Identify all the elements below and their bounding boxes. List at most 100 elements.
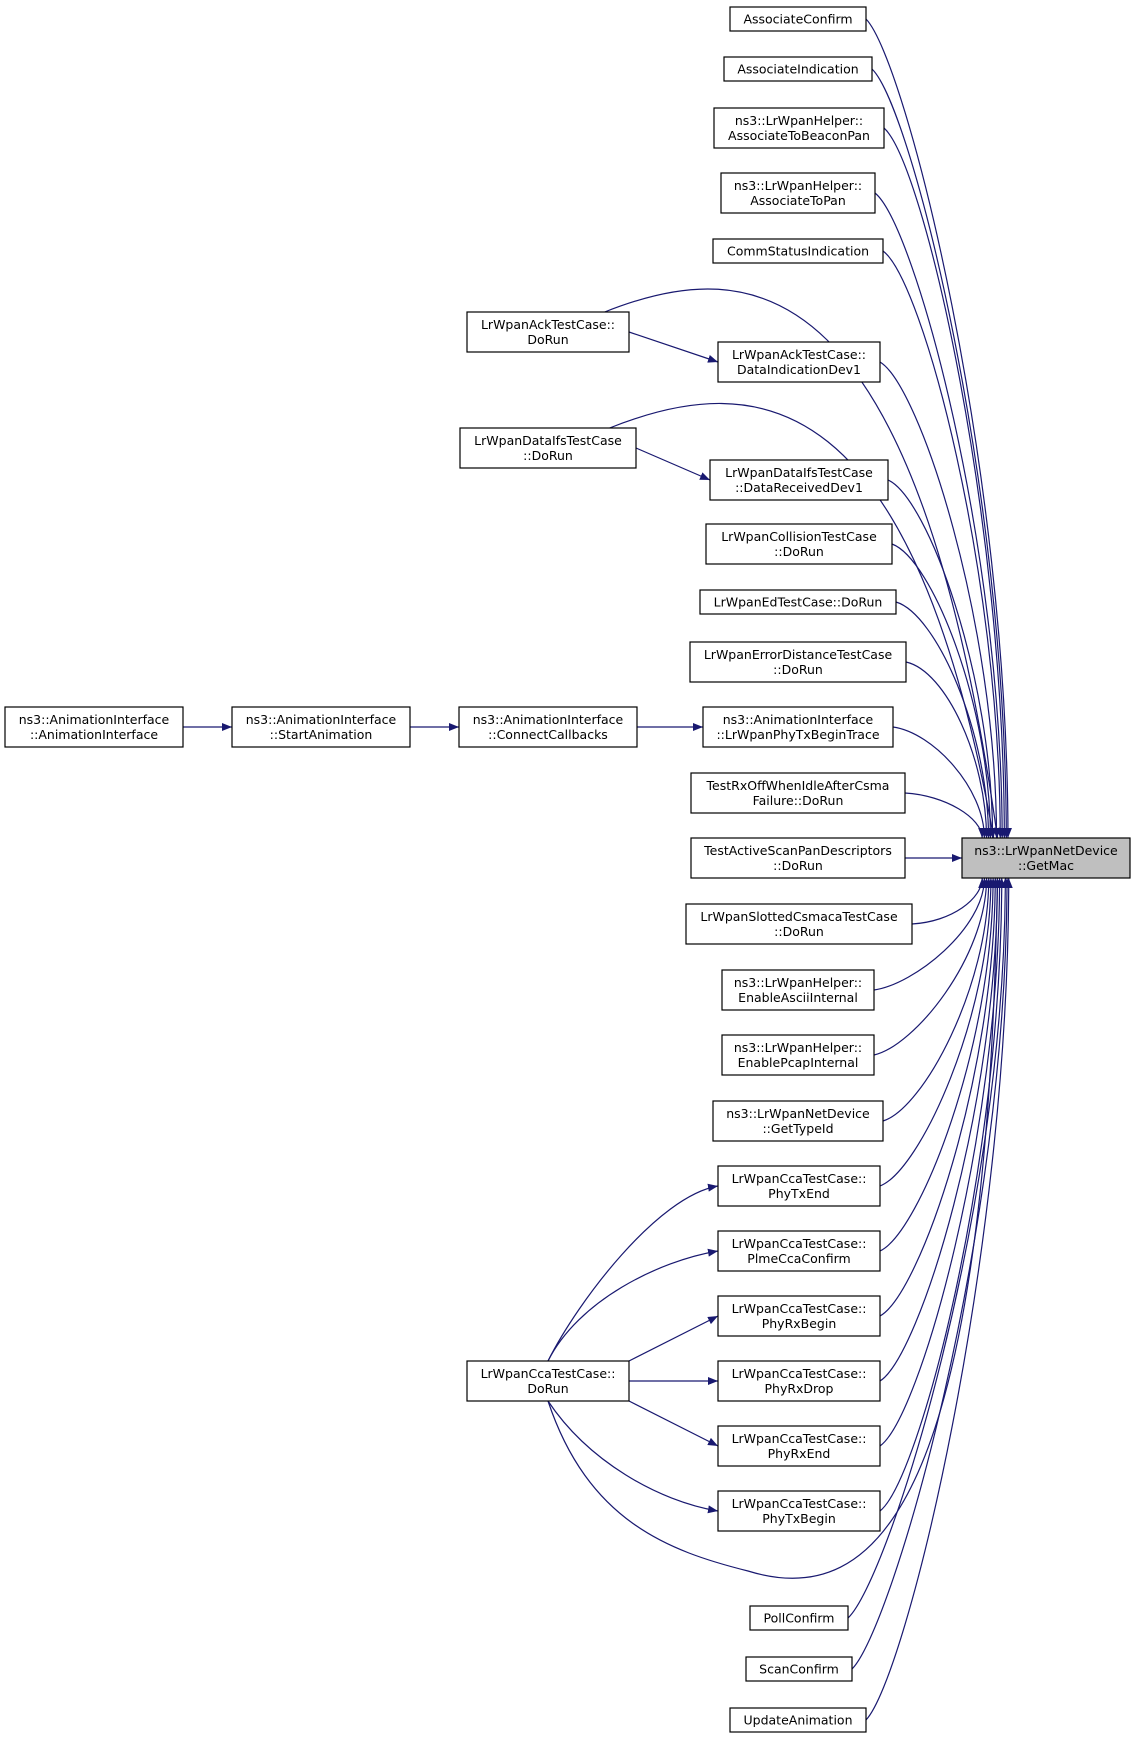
node-label: LrWpanCcaTestCase::	[732, 1236, 867, 1251]
node-box	[466, 1360, 630, 1402]
node-label: ns3::LrWpanHelper::	[734, 178, 862, 193]
node-label: ns3::LrWpanHelper::	[734, 1040, 862, 1055]
node-activescan-doRun[interactable]: TestActiveScanPanDescriptors::DoRun	[690, 837, 906, 879]
node-label: ::DoRun	[773, 662, 823, 677]
node-slotted-doRun[interactable]: LrWpanSlottedCsmacaTestCase::DoRun	[685, 903, 913, 945]
node-label: ::StartAnimation	[270, 727, 373, 742]
node-label: ::ConnectCallbacks	[488, 727, 608, 742]
node-label: ns3::LrWpanHelper::	[735, 113, 863, 128]
node-label: PhyTxEnd	[768, 1186, 830, 1201]
node-dataifs-doRun[interactable]: LrWpanDataIfsTestCase::DoRun	[459, 427, 637, 469]
edge-ack-doRun-to-target	[604, 288, 1001, 839]
node-collision-doRun[interactable]: LrWpanCollisionTestCase::DoRun	[705, 523, 893, 565]
node-associate-indication[interactable]: AssociateIndication	[723, 56, 873, 82]
node-helper-ascii[interactable]: ns3::LrWpanHelper::EnableAsciiInternal	[721, 969, 875, 1011]
node-label: LrWpanAckTestCase::	[481, 317, 615, 332]
node-cca-phyrxbegin[interactable]: LrWpanCcaTestCase::PhyRxBegin	[717, 1295, 881, 1337]
node-poll-confirm[interactable]: PollConfirm	[749, 1605, 849, 1631]
node-cca-phyrxdrop[interactable]: LrWpanCcaTestCase::PhyRxDrop	[717, 1360, 881, 1402]
edge-update-animation-to-target	[865, 877, 1013, 1721]
node-box	[231, 706, 411, 748]
node-helper-associate-beacon[interactable]: ns3::LrWpanHelper::AssociateToBeaconPan	[713, 107, 885, 149]
nodes-layer: AssociateConfirmAssociateIndicationns3::…	[4, 6, 1131, 1733]
edge-associate-indication-to-target	[871, 68, 1011, 839]
node-label: DoRun	[527, 1381, 568, 1396]
edge-dataifs-doRun-to-dataifs-data-received	[635, 447, 711, 481]
edge-cca-doRun-to-cca-phytxend	[547, 1183, 719, 1362]
node-box	[717, 1230, 881, 1272]
edge-helper-associate-beacon-to-target	[883, 127, 1009, 839]
node-label: ::DataReceivedDev1	[735, 480, 863, 495]
edge-cca-phyrxdrop-to-target	[879, 877, 1002, 1382]
node-ed-doRun[interactable]: LrWpanEdTestCase::DoRun	[699, 589, 897, 615]
node-dataifs-data-received[interactable]: LrWpanDataIfsTestCase::DataReceivedDev1	[709, 459, 889, 501]
node-label: LrWpanCcaTestCase::	[732, 1496, 867, 1511]
node-ack-doRun[interactable]: LrWpanAckTestCase::DoRun	[466, 311, 630, 353]
node-label: ns3::AnimationInterface	[723, 712, 874, 727]
node-cca-phytxbegin[interactable]: LrWpanCcaTestCase::PhyTxBegin	[717, 1490, 881, 1532]
node-box	[723, 56, 873, 82]
node-anim-phytx[interactable]: ns3::AnimationInterface::LrWpanPhyTxBegi…	[702, 706, 894, 748]
edge-poll-confirm-to-target	[847, 877, 1010, 1619]
edge-cca-doRun-to-cca-phyrxend	[628, 1400, 719, 1447]
edge-ack-doRun-to-ack-data-indication	[628, 331, 719, 363]
node-box	[721, 969, 875, 1011]
node-netdevice-typeid[interactable]: ns3::LrWpanNetDevice::GetTypeId	[712, 1100, 884, 1142]
edge-helper-pcap-to-target	[873, 877, 991, 1056]
node-box	[717, 341, 881, 383]
edge-errordistance-doRun-to-target	[905, 661, 991, 839]
node-anim-start[interactable]: ns3::AnimationInterface::StartAnimation	[231, 706, 411, 748]
node-ack-data-indication[interactable]: LrWpanAckTestCase::DataIndicationDev1	[717, 341, 881, 383]
node-anim-connect[interactable]: ns3::AnimationInterface::ConnectCallback…	[458, 706, 638, 748]
edge-helper-ascii-to-target	[873, 877, 989, 991]
node-label: AssociateIndication	[737, 62, 858, 77]
node-comm-status-indication[interactable]: CommStatusIndication	[712, 238, 884, 264]
node-helper-pcap[interactable]: ns3::LrWpanHelper::EnablePcapInternal	[721, 1034, 875, 1076]
node-box	[685, 903, 913, 945]
node-label: ScanConfirm	[759, 1662, 839, 1677]
node-label: ::DoRun	[774, 544, 824, 559]
node-cca-plmecca[interactable]: LrWpanCcaTestCase::PlmeCcaConfirm	[717, 1230, 881, 1272]
edge-cca-doRun-to-cca-plmecca	[547, 1248, 719, 1362]
node-update-animation[interactable]: UpdateAnimation	[729, 1707, 867, 1733]
node-label: PlmeCcaConfirm	[747, 1251, 850, 1266]
node-label: ns3::LrWpanNetDevice	[726, 1106, 870, 1121]
node-box	[713, 107, 885, 149]
node-errordistance-doRun[interactable]: LrWpanErrorDistanceTestCase::DoRun	[689, 641, 907, 683]
node-box	[705, 523, 893, 565]
node-label: ns3::LrWpanNetDevice	[974, 843, 1118, 858]
node-label: AssociateConfirm	[743, 12, 852, 27]
node-label: ::DoRun	[773, 858, 823, 873]
edge-cca-doRun-to-cca-phyrxbegin	[628, 1315, 719, 1362]
node-label: LrWpanCcaTestCase::	[732, 1366, 867, 1381]
node-cca-doRun[interactable]: LrWpanCcaTestCase::DoRun	[466, 1360, 630, 1402]
node-box	[745, 1656, 853, 1682]
node-label: UpdateAnimation	[744, 1713, 853, 1728]
node-anim-ctor[interactable]: ns3::AnimationInterface::AnimationInterf…	[4, 706, 184, 748]
node-label: LrWpanCcaTestCase::	[481, 1366, 616, 1381]
node-cca-phyrxend[interactable]: LrWpanCcaTestCase::PhyRxEnd	[717, 1425, 881, 1467]
edge-netdevice-typeid-to-target	[882, 877, 993, 1122]
node-label: CommStatusIndication	[727, 244, 869, 259]
node-box	[712, 1100, 884, 1142]
node-associate-confirm[interactable]: AssociateConfirm	[729, 6, 867, 32]
node-label: EnableAsciiInternal	[738, 990, 858, 1005]
node-box	[717, 1165, 881, 1207]
node-scan-confirm[interactable]: ScanConfirm	[745, 1656, 853, 1682]
node-label: AssociateToPan	[750, 193, 846, 208]
node-label: AssociateToBeaconPan	[728, 128, 870, 143]
node-box	[721, 1034, 875, 1076]
node-cca-phytxend[interactable]: LrWpanCcaTestCase::PhyTxEnd	[717, 1165, 881, 1207]
edge-anim-phytx-to-target	[892, 726, 989, 839]
edge-cca-phyrxbegin-to-target	[879, 877, 1000, 1317]
node-target[interactable]: ns3::LrWpanNetDevice::GetMac	[961, 837, 1131, 879]
node-box	[712, 238, 884, 264]
node-label: ::GetMac	[1018, 858, 1074, 873]
node-box	[729, 1707, 867, 1733]
node-label: LrWpanEdTestCase::DoRun	[714, 595, 883, 610]
node-label: LrWpanErrorDistanceTestCase	[704, 647, 893, 662]
node-helper-associate-pan[interactable]: ns3::LrWpanHelper::AssociateToPan	[720, 172, 876, 214]
node-label: LrWpanCcaTestCase::	[732, 1301, 867, 1316]
node-box	[458, 706, 638, 748]
